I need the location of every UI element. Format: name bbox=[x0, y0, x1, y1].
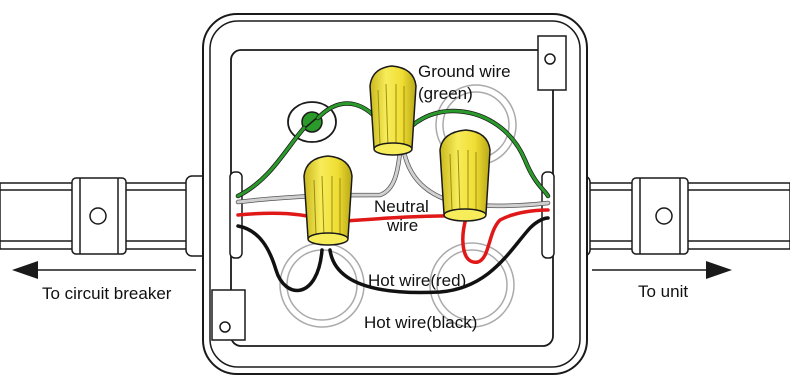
hot-wire-red-label: Hot wire(red) bbox=[368, 271, 466, 290]
arrow-right-icon bbox=[592, 261, 732, 279]
neutral-wire-label-line2: wire bbox=[386, 216, 418, 235]
hot-wire-black bbox=[236, 224, 324, 293]
to-unit-label: To unit bbox=[638, 282, 688, 301]
neutral-wire-label-line1: Neutral bbox=[374, 197, 429, 216]
to-circuit-breaker-label: To circuit breaker bbox=[42, 284, 172, 303]
right-conduit bbox=[567, 175, 790, 257]
ground-wire-label-line2: (green) bbox=[418, 84, 473, 103]
wire-nut-icon bbox=[439, 129, 491, 222]
wire-nut-icon bbox=[369, 65, 417, 156]
hot-wire-black-label: Hot wire(black) bbox=[364, 313, 477, 332]
ground-wire-label-line1: Ground wire bbox=[418, 62, 511, 81]
left-conduit bbox=[0, 175, 209, 257]
arrow-left-icon bbox=[12, 261, 196, 279]
wire-nut-icon bbox=[303, 155, 353, 246]
